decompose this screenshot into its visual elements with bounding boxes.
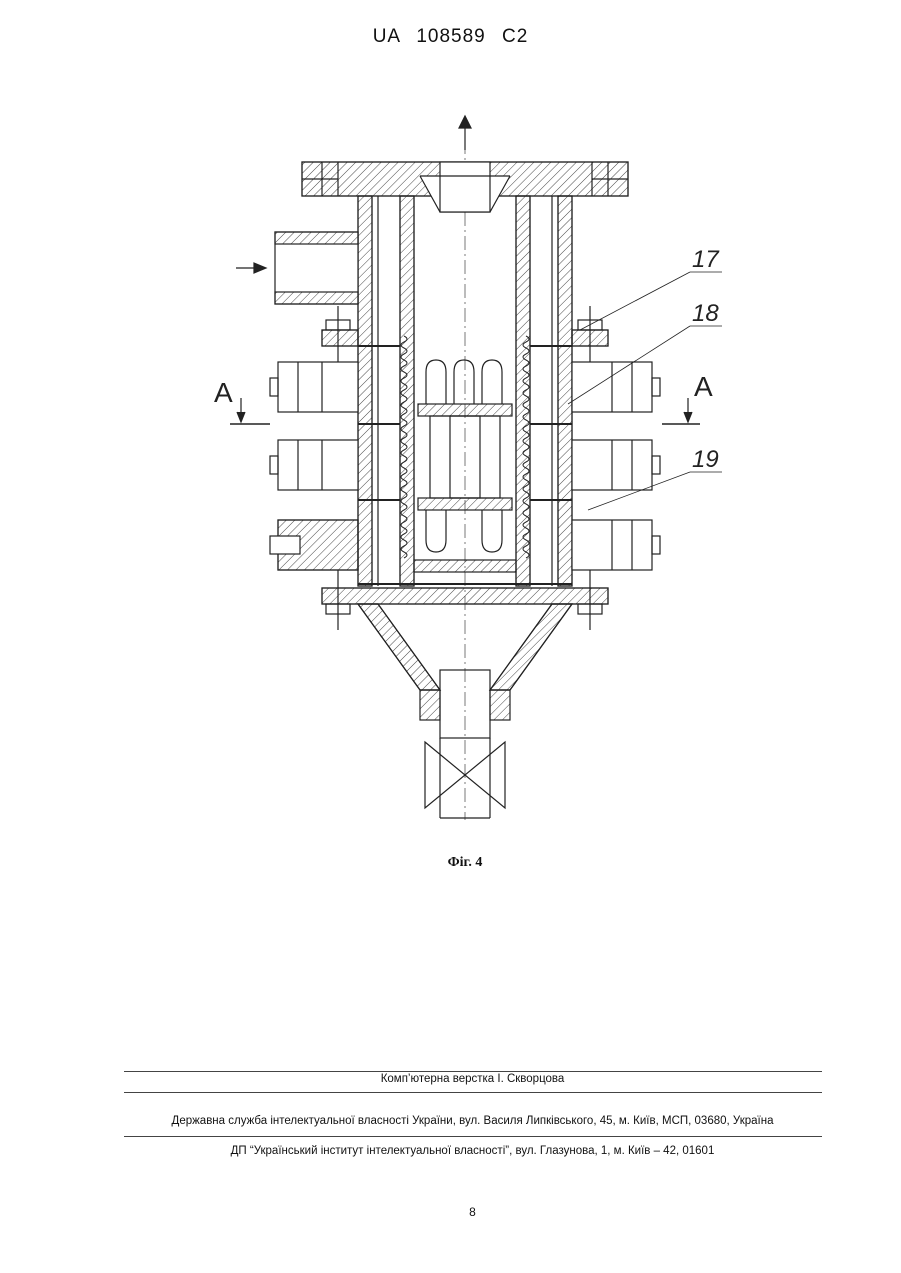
section-label-right: A xyxy=(694,371,713,402)
left-electrodes xyxy=(270,362,358,570)
label-17: 17 xyxy=(692,246,720,273)
figure-caption: Фіг. 4 xyxy=(0,855,901,871)
inlet-pipe xyxy=(236,232,358,304)
label-19: 19 xyxy=(692,446,719,473)
footer-rule-middle xyxy=(124,1092,822,1093)
technical-drawing: 17 18 19 A A xyxy=(200,100,760,830)
footer-institute: ДП “Український інститут інтелектуальної… xyxy=(0,1145,901,1157)
label-18: 18 xyxy=(692,300,719,327)
footer-typesetting: Комп’ютерна верстка І. Скворцова xyxy=(0,1073,901,1085)
footer-agency: Державна служба інтелектуальної власност… xyxy=(0,1115,901,1127)
patent-header: UA 108589 C2 xyxy=(0,26,901,48)
footer-rule-bottom xyxy=(124,1136,822,1137)
section-label-left: A xyxy=(214,377,233,408)
footer-rule-top xyxy=(124,1071,822,1072)
page-number: 8 xyxy=(0,1205,901,1219)
